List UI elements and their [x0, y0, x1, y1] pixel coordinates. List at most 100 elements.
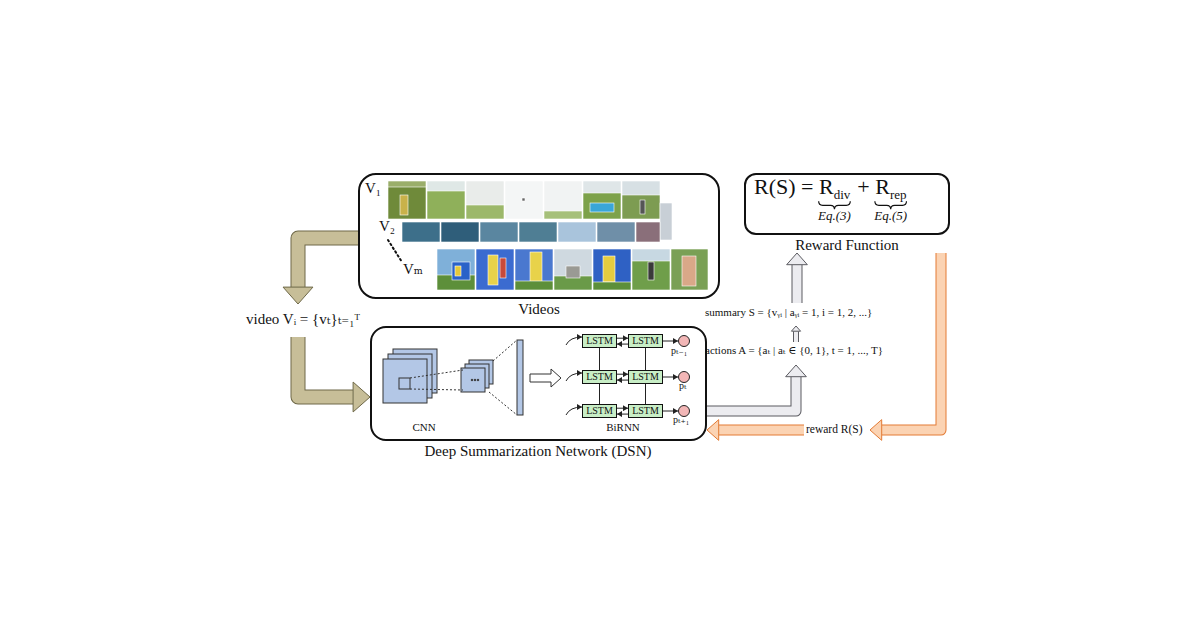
cell-label: LSTM	[586, 405, 613, 417]
actions-formula: actions A = {aₜ | aₜ ∈ {0, 1}, t = 1, ..…	[705, 344, 883, 357]
summary-flow-arrow	[707, 253, 807, 411]
underbrace	[819, 201, 851, 209]
recurrent-link	[617, 344, 628, 345]
art-shape	[493, 340, 517, 361]
connector-line	[617, 408, 628, 409]
art-shape	[554, 249, 592, 290]
arrow-body	[707, 377, 796, 411]
art-shape	[522, 198, 525, 201]
video-frames-row-2	[402, 222, 660, 242]
art-shape	[593, 249, 631, 290]
arrow-outline	[792, 265, 803, 303]
art-shape	[640, 200, 645, 214]
edge-label: video Vᵢ = {vₜ}ₜ₌₁ᵀ	[246, 311, 360, 328]
arrow-body	[298, 337, 353, 397]
art-shape	[461, 368, 485, 392]
art-shape	[500, 258, 506, 278]
art-shape	[519, 222, 557, 242]
art-shape	[530, 252, 542, 282]
connector-line	[599, 384, 600, 404]
art-shape	[515, 249, 553, 290]
lstm-cell: LSTM	[628, 334, 663, 348]
connector-line	[645, 348, 646, 370]
reward-box: R(S) = Rdiv+ RrepEq.(3)Eq.(5)Reward Func…	[744, 173, 950, 253]
art-shape	[566, 337, 582, 345]
art-shape	[632, 249, 670, 290]
arrow-outline	[707, 377, 796, 411]
cnn-illustration	[383, 340, 561, 415]
ellipsis-dots	[388, 240, 402, 262]
video-index: V₂	[379, 218, 395, 235]
lstm-cell: LSTM	[628, 370, 663, 384]
recurrent-link	[599, 348, 600, 370]
part-label: BiRNN	[606, 421, 640, 434]
lstm-cell: LSTM	[628, 404, 663, 418]
lstm-cell: LSTM	[582, 334, 617, 348]
art-shape	[544, 211, 582, 219]
arrow-body	[794, 331, 798, 342]
arrow-head	[791, 326, 800, 331]
art-shape	[388, 181, 426, 187]
cell-label: LSTM	[632, 405, 659, 417]
art-shape	[455, 266, 461, 276]
art-shape	[505, 181, 543, 219]
art-shape	[663, 341, 678, 342]
art-shape	[622, 181, 660, 219]
art-shape	[480, 222, 518, 242]
edge-label: summary S = {vᵧᵢ | aᵧᵢ = 1, i = 1, 2, ..…	[705, 306, 872, 319]
arrow-outline	[719, 425, 804, 436]
cell-label: LSTM	[632, 371, 659, 383]
connector-line	[599, 348, 600, 370]
recurrent-link	[617, 408, 628, 409]
arrow-body	[298, 238, 358, 287]
art-shape	[663, 411, 678, 412]
art-shape	[476, 249, 514, 290]
art-shape	[402, 222, 440, 242]
art-shape	[636, 222, 660, 242]
cell-label: LSTM	[586, 335, 613, 347]
art-shape	[441, 222, 479, 242]
art-shape	[400, 195, 408, 215]
lstm-cell: LSTM	[582, 370, 617, 384]
network-box: CNN BiRNN Deep Summarization Network (DSN)…	[370, 326, 707, 460]
formula-subscript: div	[834, 188, 851, 203]
art-shape	[679, 336, 690, 347]
art-shape	[566, 407, 582, 415]
video-index: V₁	[365, 180, 381, 197]
art-shape	[530, 369, 561, 387]
art-shape	[427, 181, 465, 219]
box-heading: Videos	[518, 301, 560, 318]
connector-line	[617, 380, 628, 381]
art-shape	[474, 379, 476, 381]
arrow-head	[787, 253, 808, 265]
art-shape	[383, 359, 427, 403]
arrow-head	[353, 382, 370, 412]
recurrent-link	[617, 338, 628, 339]
art-shape	[477, 379, 479, 381]
recurrent-link	[617, 380, 628, 381]
cell-label: LSTM	[632, 335, 659, 347]
connector-line	[617, 338, 628, 339]
art-shape	[671, 249, 708, 290]
formula-row: R(S) = Rdiv+ Rrep	[754, 174, 906, 199]
equation-ref: Eq.(5)	[874, 209, 907, 224]
formula-text: R(S) = R	[754, 174, 834, 199]
part-label: CNN	[412, 421, 435, 434]
video-frames-row-3	[437, 249, 708, 290]
output-prob: pₜ	[679, 380, 686, 392]
art-shape	[632, 249, 670, 261]
art-shape	[566, 266, 580, 278]
connector-line	[617, 374, 628, 375]
edge-label: reward R(S)	[806, 423, 863, 436]
arrow-outline	[793, 331, 799, 342]
art-shape	[399, 378, 410, 389]
art-shape	[648, 262, 654, 280]
connector-line	[617, 344, 628, 345]
box-heading: Deep Summarization Network (DSN)	[424, 443, 651, 460]
art-shape	[590, 203, 614, 212]
underbraces	[819, 201, 907, 209]
arrow-outline	[298, 337, 353, 397]
